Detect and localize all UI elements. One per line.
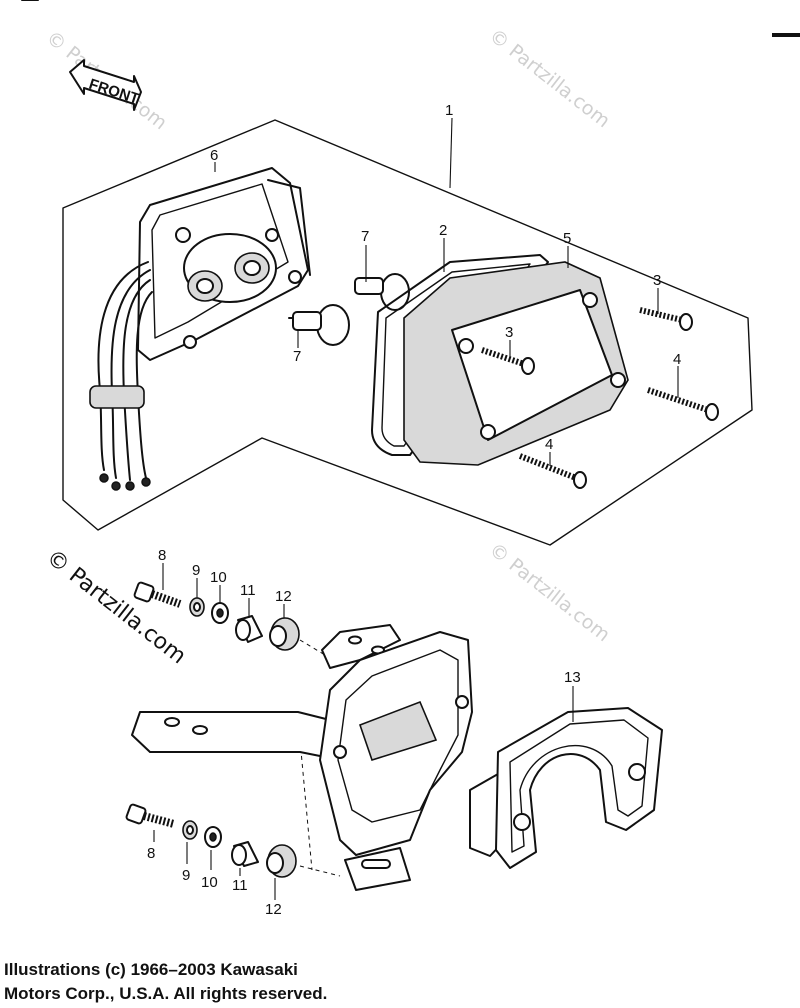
collar-part [235, 615, 263, 643]
watermark-top-right: © Partzilla.com [485, 25, 614, 133]
watermark-mid-right: © Partzilla.com [485, 539, 614, 647]
gasket-part [371, 254, 549, 456]
callout-12: 12 [265, 901, 282, 918]
callout-10: 10 [210, 569, 227, 586]
callout-3: 3 [505, 324, 513, 341]
washer-part [211, 602, 229, 624]
callout-3: 3 [653, 272, 661, 289]
wiring-harness [89, 261, 153, 491]
callout-10: 10 [201, 874, 218, 891]
bracket-cover-part [495, 707, 663, 869]
screw-part [481, 347, 535, 375]
alignment-line [299, 865, 341, 877]
svg-text:© Partzilla.com: © Partzilla.com [485, 539, 614, 647]
copyright-line-2: Motors Corp., U.S.A. All rights reserved… [4, 984, 328, 1003]
leader-lines [153, 117, 679, 900]
callout-5: 5 [563, 230, 571, 247]
bulb-part [288, 304, 350, 346]
lock-washer-part [189, 597, 205, 617]
screw-part [639, 307, 693, 331]
callout-11: 11 [240, 582, 256, 599]
callout-2: 2 [439, 222, 447, 239]
lamp-base-part [137, 167, 311, 361]
alignment-line [299, 739, 313, 871]
bolt-part [133, 581, 182, 608]
front-direction-arrow: FRONT [69, 59, 142, 111]
callout-4: 4 [673, 351, 681, 368]
screw-part [647, 387, 719, 421]
watermark-mid-left: © Partzilla.com [41, 545, 190, 669]
copyright-line-1: Illustrations (c) 1966–2003 Kawasaki [4, 960, 298, 979]
callout-6: 6 [210, 147, 218, 164]
mounting-bracket [131, 624, 521, 891]
callout-8: 8 [158, 547, 166, 564]
bolt-part [125, 803, 176, 828]
callout-13: 13 [564, 669, 581, 686]
bulb-part [354, 273, 410, 311]
callout-7: 7 [361, 228, 369, 245]
callout-9: 9 [192, 562, 200, 579]
callout-1: 1 [445, 102, 453, 119]
assembly-boundary [62, 119, 753, 546]
copyright-notice: Illustrations (c) 1966–2003 Kawasaki Mot… [4, 958, 784, 1006]
screw-part [518, 453, 587, 489]
lock-washer-part [182, 820, 198, 840]
callout-9: 9 [182, 867, 190, 884]
washer-part [204, 826, 222, 848]
callout-12: 12 [275, 588, 292, 605]
collar-part [231, 841, 259, 867]
callout-11: 11 [232, 877, 248, 894]
svg-text:© Partzilla.com: © Partzilla.com [485, 25, 614, 133]
callout-8: 8 [147, 845, 155, 862]
svg-text:© Partzilla.com: © Partzilla.com [41, 545, 190, 669]
callout-4: 4 [545, 436, 553, 453]
alignment-line [299, 639, 331, 659]
callout-7: 7 [293, 348, 301, 365]
grommet-part [266, 844, 297, 878]
grommet-part [269, 617, 300, 651]
